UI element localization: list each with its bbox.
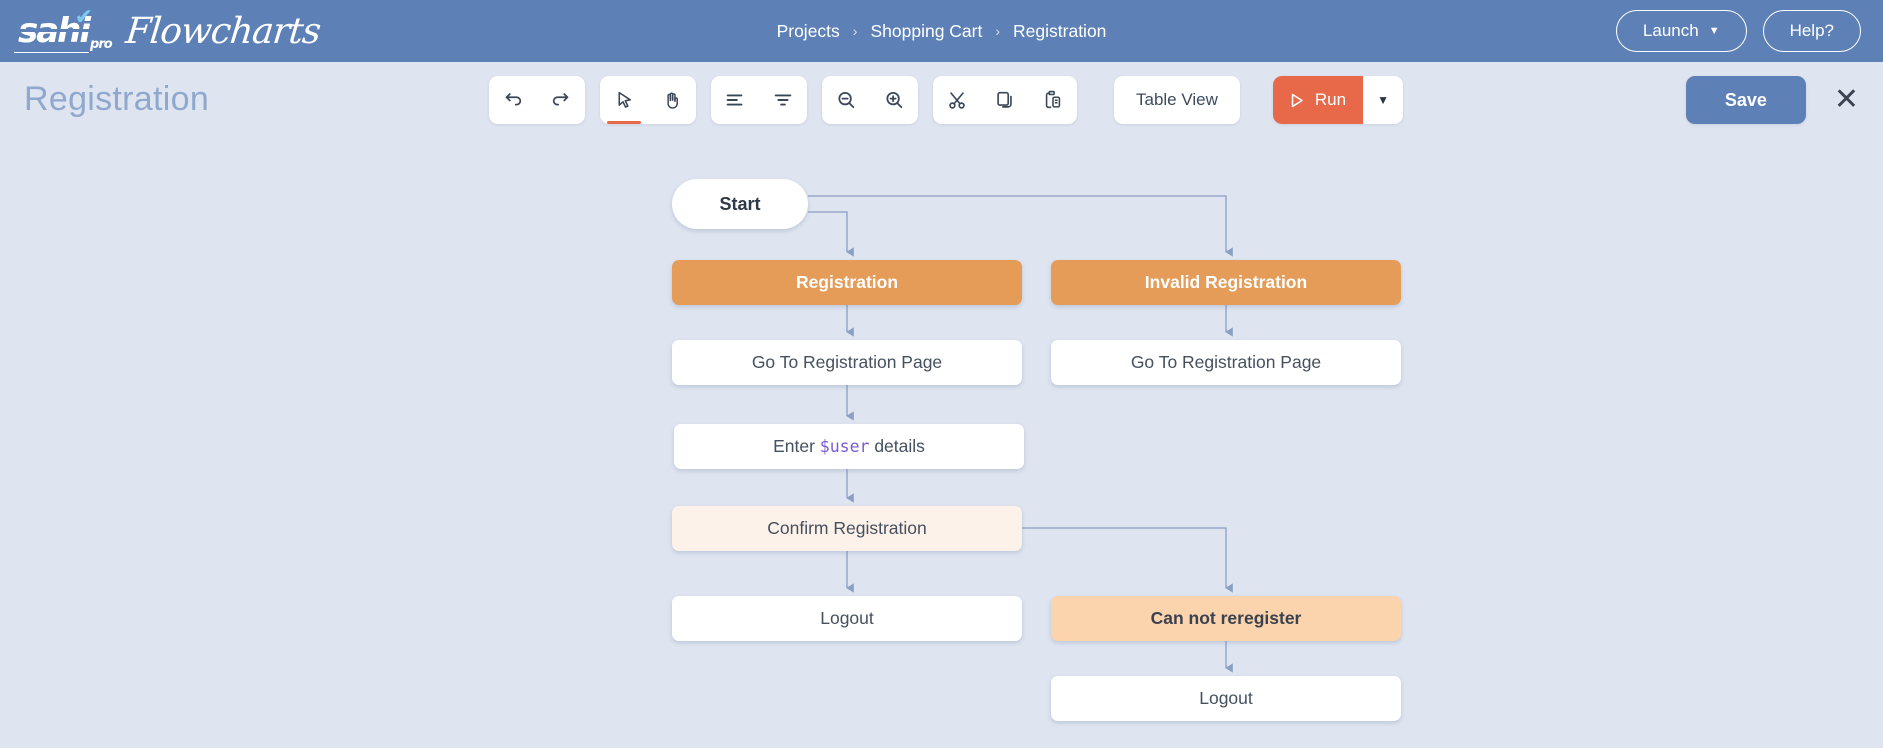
logo-pro-text: pro [90,37,113,52]
zoom-out-icon[interactable] [822,76,870,124]
cut-icon[interactable] [933,76,981,124]
align-left-icon[interactable] [711,76,759,124]
editor-toolbar: Table View Run ▼ [489,76,1404,124]
flow-node-label: Logout [820,608,874,628]
flow-node-label: Invalid Registration [1144,272,1308,292]
save-button[interactable]: Save [1685,76,1806,124]
flow-node-label-rich: Enter $user details [773,436,925,457]
app-logo[interactable]: sahi ✔ pro Flowcharts [14,0,322,62]
edge-confirm-cannot-reregister [1022,527,1233,593]
play-icon [1291,93,1303,107]
logo-product-text: Flowcharts [123,10,322,52]
chevron-down-icon: ▼ [1377,93,1390,107]
toolbar-group-pointer-mode [600,76,696,124]
save-button-label: Save [1724,89,1767,110]
chevron-down-icon: ▼ [1708,25,1720,37]
run-button-group: Run ▼ [1272,76,1404,124]
edge-start-registration [808,211,854,257]
logo-underline [14,51,90,53]
sub-bar-actions: Save ✕ [1685,76,1863,124]
flow-node-registration[interactable]: Registration [672,260,1022,305]
flow-node-go-to-registration-page-1[interactable]: Go To Registration Page [672,340,1022,385]
breadcrumb: Projects › Shopping Cart › Registration [0,0,1883,62]
toolbar-group-clipboard [933,76,1077,124]
run-options-button[interactable]: ▼ [1363,76,1404,124]
table-view-button[interactable]: Table View [1114,76,1240,124]
copy-icon[interactable] [981,76,1029,124]
flow-node-invalid-registration[interactable]: Invalid Registration [1051,260,1401,305]
flow-node-label: Registration [795,272,899,292]
text-run: Enter [773,436,820,456]
table-view-label: Table View [1136,90,1218,109]
flow-node-label: Confirm Registration [767,518,927,538]
flow-node-label: Logout [1199,688,1253,708]
close-icon[interactable]: ✕ [1833,83,1859,116]
breadcrumb-separator-icon: › [852,23,858,39]
flow-node-confirm-registration[interactable]: Confirm Registration [672,506,1022,551]
breadcrumb-separator-icon: › [995,23,1001,39]
paste-icon[interactable] [1029,76,1077,124]
logo-strike [18,29,90,32]
top-bar-actions: Launch ▼ Help? [1615,0,1861,62]
run-button[interactable]: Run [1272,76,1364,124]
undo-icon[interactable] [489,76,537,124]
flow-node-logout-2[interactable]: Logout [1051,676,1401,721]
redo-icon[interactable] [537,76,585,124]
hand-icon[interactable] [648,76,696,124]
flow-node-label: Can not reregister [1150,608,1302,628]
breadcrumb-item-projects[interactable]: Projects [776,20,840,41]
align-center-icon[interactable] [759,76,807,124]
help-button-label: Help? [1789,21,1834,40]
flow-node-label: Go To Registration Page [1130,352,1322,372]
edge-start-invalid-registration [808,195,1233,257]
flow-node-enter-user-details[interactable]: Enter $user details [674,424,1024,469]
flow-node-label: Go To Registration Page [751,352,943,372]
text-run: details [869,436,925,456]
check-icon: ✔ [74,5,93,30]
sub-bar: Registration [0,62,1883,138]
breadcrumb-item-registration[interactable]: Registration [1013,20,1107,41]
run-button-label: Run [1314,90,1347,109]
flow-node-label: Start [719,193,761,214]
flow-node-can-not-reregister[interactable]: Can not reregister [1051,596,1401,641]
launch-button-label: Launch [1642,21,1699,40]
breadcrumb-item-shopping-cart[interactable]: Shopping Cart [870,20,983,41]
flow-node-start[interactable]: Start [672,179,808,229]
cursor-icon[interactable] [600,76,648,124]
flowchart-canvas[interactable]: Start Registration Invalid Registration … [0,138,1883,748]
top-bar: sahi ✔ pro Flowcharts Projects › Shoppin… [0,0,1883,62]
logo-sahi-text: sahi ✔ [14,5,93,53]
help-button[interactable]: Help? [1762,10,1861,52]
flow-node-logout-1[interactable]: Logout [672,596,1022,641]
page-title: Registration [24,80,210,118]
toolbar-group-alignment [711,76,807,124]
zoom-in-icon[interactable] [870,76,918,124]
variable-token: $user [819,437,870,456]
toolbar-group-zoom [822,76,918,124]
launch-button[interactable]: Launch ▼ [1615,10,1747,52]
flow-node-go-to-registration-page-2[interactable]: Go To Registration Page [1051,340,1401,385]
flowchart-edges [808,195,1233,673]
toolbar-group-history [489,76,585,124]
